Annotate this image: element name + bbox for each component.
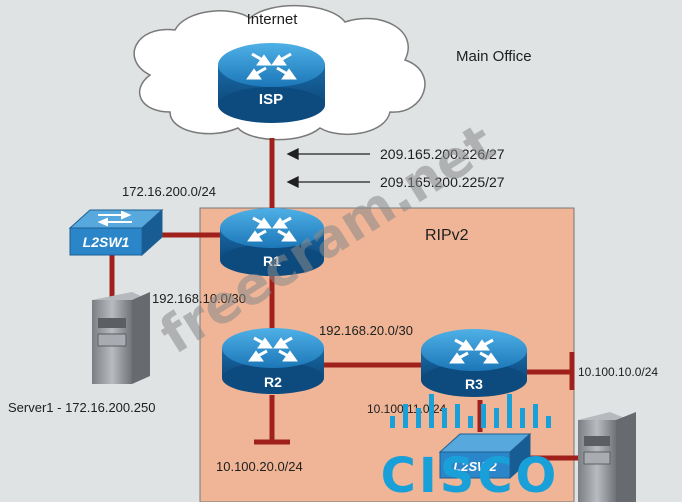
net-172-label: 172.16.200.0/24 <box>122 184 216 199</box>
router-arrows-icon <box>248 336 298 362</box>
rip-label: RIPv2 <box>425 227 469 244</box>
r3-router[interactable] <box>421 329 527 397</box>
cisco-logo: CISCO <box>381 394 560 502</box>
l2sw1-switch[interactable] <box>68 208 164 257</box>
router-arrows-icon <box>247 216 297 242</box>
server1-label: Server1 - 172.16.200.250 <box>8 400 155 415</box>
switch-arrows-icon <box>97 210 132 227</box>
main-office-label: Main Office <box>456 48 532 65</box>
ip-isp-225-label: 209.165.200.225/27 <box>380 174 505 190</box>
r1-label: R1 <box>263 253 281 269</box>
r3-label: R3 <box>465 376 483 392</box>
cisco-logo-text: CISCO <box>381 448 560 502</box>
l2sw2-switch[interactable] <box>438 432 532 480</box>
server1-icon[interactable] <box>92 292 150 384</box>
l2sw1-label: L2SW1 <box>83 234 130 250</box>
isp-router[interactable] <box>218 43 325 123</box>
router-arrows-icon <box>246 52 297 80</box>
r1-router[interactable] <box>220 208 324 276</box>
ip-arrows <box>286 147 370 189</box>
r2-label: R2 <box>264 374 282 390</box>
r2-router[interactable] <box>222 328 324 394</box>
isp-label: ISP <box>259 91 283 108</box>
net-10-100-20-label: 10.100.20.0/24 <box>216 459 303 474</box>
router-arrows-icon <box>449 338 499 364</box>
net-r2-r3-label: 192.168.20.0/30 <box>319 323 413 338</box>
net-r1-r2-label: 192.168.10.0/30 <box>152 291 246 306</box>
net-10-100-10-label: 10.100.10.0/24 <box>578 365 658 379</box>
server2-icon[interactable] <box>578 412 636 502</box>
ip-isp-226-label: 209.165.200.226/27 <box>380 146 505 162</box>
l2sw2-label: L2SW2 <box>453 459 497 474</box>
internet-label: Internet <box>247 11 299 28</box>
